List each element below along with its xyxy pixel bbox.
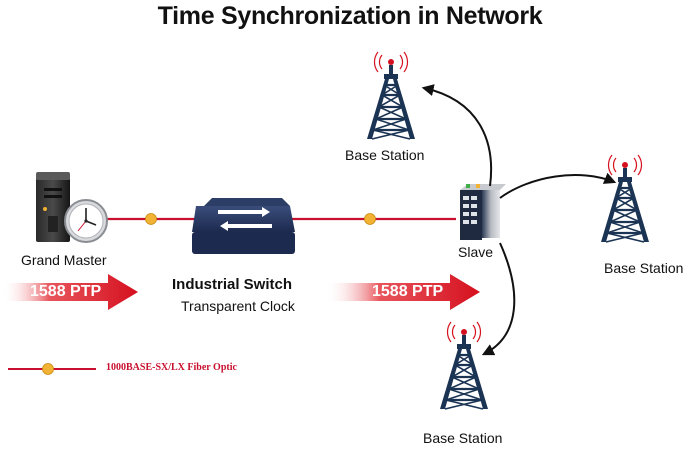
server-icon [36,172,70,242]
tower-icon-right [599,153,651,244]
ptp-label-right: 1588 PTP [372,283,444,300]
switch-subtitle: Transparent Clock [181,298,295,314]
legend-fiber-label: 1000BASE-SX/LX Fiber Optic [106,362,237,373]
link-to-right-station [499,172,617,199]
legend-fiber-node [42,363,54,375]
base-station-bottom-label: Base Station [423,430,503,446]
fiber-node-1 [145,213,157,225]
grand-master-label: Grand Master [21,252,107,268]
ptp-arrow-left [2,274,138,310]
ptp-arrow-right [326,274,480,310]
base-station-right-label: Base Station [604,260,684,276]
slave-label: Slave [458,244,494,260]
link-to-top-station [421,84,493,187]
switch-title: Industrial Switch [172,276,293,293]
ptp-label-left: 1588 PTP [30,283,102,300]
switch-icon [192,198,295,254]
tower-icon-top [365,50,417,141]
base-station-top-label: Base Station [345,147,425,163]
fiber-node-2 [364,213,376,225]
clock-icon [64,199,108,243]
tower-icon-bottom [438,320,490,411]
page-title: Time Synchronization in Network [157,2,543,30]
link-to-bottom-station [481,242,516,356]
slave-switch-icon [460,184,506,240]
